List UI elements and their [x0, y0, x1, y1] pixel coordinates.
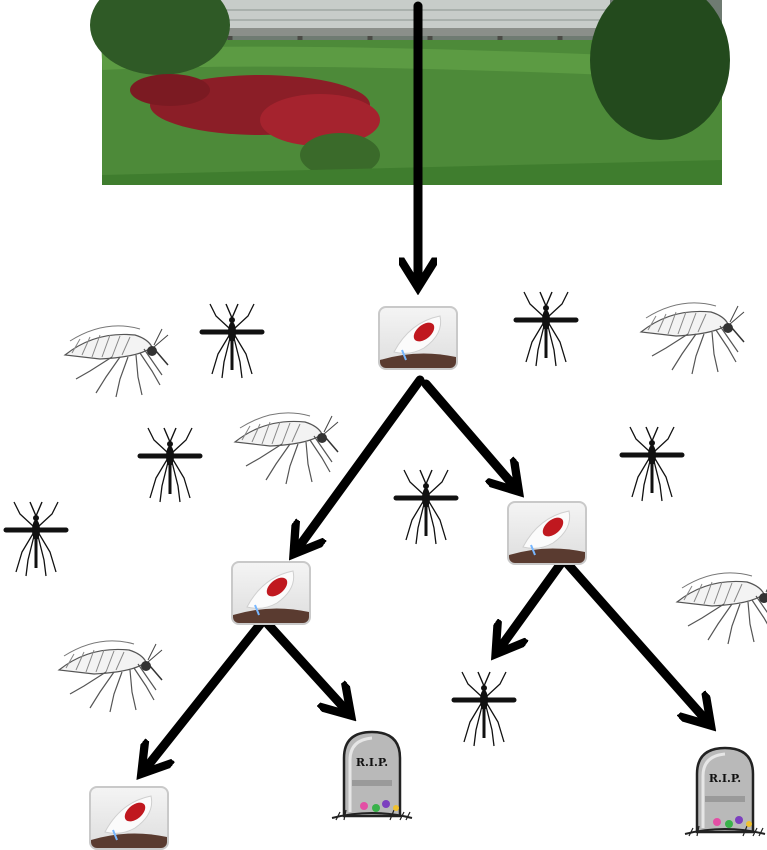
- anopheles-mosquito-icon: [396, 470, 456, 544]
- tombstone-right: R.I.P.: [683, 740, 767, 840]
- aedes-mosquito-icon: [641, 303, 744, 374]
- right-feeding-node: [507, 501, 587, 565]
- mosquito-feeding-on-skin-icon: [380, 308, 458, 370]
- mosquito-feeding-on-skin-icon: [91, 788, 169, 850]
- root-feeding-node: [378, 306, 458, 370]
- left-feeding-node: [231, 561, 311, 625]
- anopheles-mosquito-icon: [140, 428, 200, 502]
- mosquito-feeding-on-skin-icon: [509, 503, 587, 565]
- mosquito-feeding-on-skin-icon: [233, 563, 311, 625]
- arrow-right-to-mosquito: [500, 562, 562, 648]
- anopheles-mosquito-icon: [6, 502, 66, 576]
- anopheles-mosquito-icon: [454, 672, 514, 746]
- aedes-mosquito-icon: [59, 641, 162, 712]
- arrow-root-to-left: [298, 380, 420, 548]
- anopheles-mosquito-icon: [516, 292, 576, 366]
- anopheles-mosquito-icon: [202, 304, 262, 378]
- tombstone-inscription: R.I.P.: [683, 772, 767, 785]
- arrow-root-to-right: [426, 384, 514, 486]
- greenhouse-photo: [90, 0, 730, 185]
- arrow-left-to-grave: [266, 622, 346, 710]
- bottom-feeding-node: [89, 786, 169, 850]
- anopheles-mosquito-icon: [622, 427, 682, 501]
- aedes-mosquito-icon: [677, 573, 767, 644]
- aedes-mosquito-icon: [65, 326, 168, 397]
- tombstone-left: R.I.P.: [330, 724, 414, 824]
- arrow-left-to-bottom-node: [146, 622, 262, 768]
- tombstone-inscription: R.I.P.: [330, 756, 414, 769]
- tombstone-icon: [330, 724, 414, 824]
- tombstone-icon: [683, 740, 767, 840]
- aedes-mosquito-icon: [235, 413, 338, 484]
